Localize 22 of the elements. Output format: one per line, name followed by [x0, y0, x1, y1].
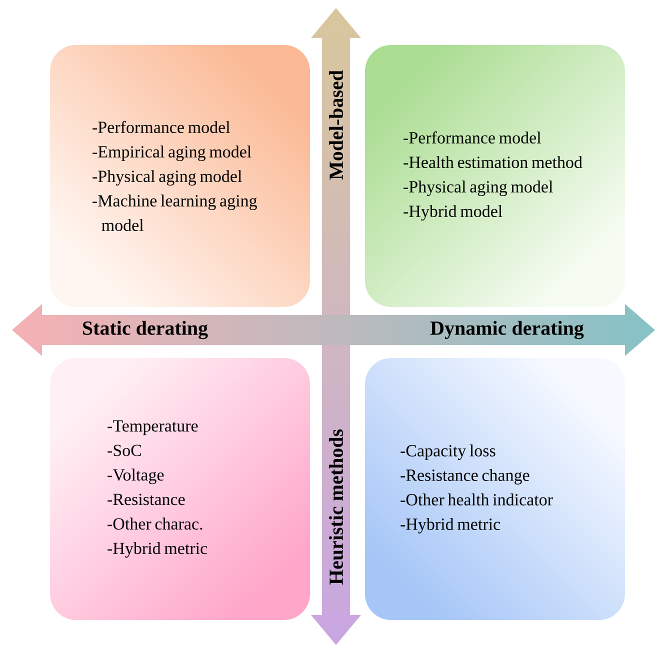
- list-item: -Hybrid metric: [400, 518, 500, 534]
- list-item: -Hybrid model: [404, 205, 502, 221]
- list-item: -Voltage: [108, 468, 164, 484]
- axis-label: Dynamic derating: [430, 320, 584, 340]
- list-item: -Other health indicator: [400, 494, 553, 506]
- list-item: -Hybrid metric: [108, 542, 208, 558]
- axis-label: Static derating: [83, 320, 208, 340]
- list-item: -Resistance change: [400, 469, 530, 484]
- list-item: -Performance model: [404, 131, 541, 144]
- list-item: -Resistance: [108, 494, 185, 506]
- list-item: -Empirical aging model: [92, 146, 252, 162]
- list-item: -SoC: [108, 444, 142, 456]
- list-item: -Physical aging model: [404, 180, 553, 196]
- list-item: -Performance model: [92, 120, 230, 134]
- list-item: -Health estimation method: [404, 156, 582, 168]
- list-item: -Temperature: [108, 420, 198, 436]
- list-item: -Machine learning aging model: [92, 194, 257, 232]
- list-item: -Physical aging model: [92, 170, 242, 186]
- axis-label: Heuristic methods: [328, 429, 344, 585]
- list-item: -Capacity loss: [400, 444, 496, 460]
- list-item: -Other charac.: [108, 518, 202, 530]
- axis-label: Model-based: [328, 70, 344, 180]
